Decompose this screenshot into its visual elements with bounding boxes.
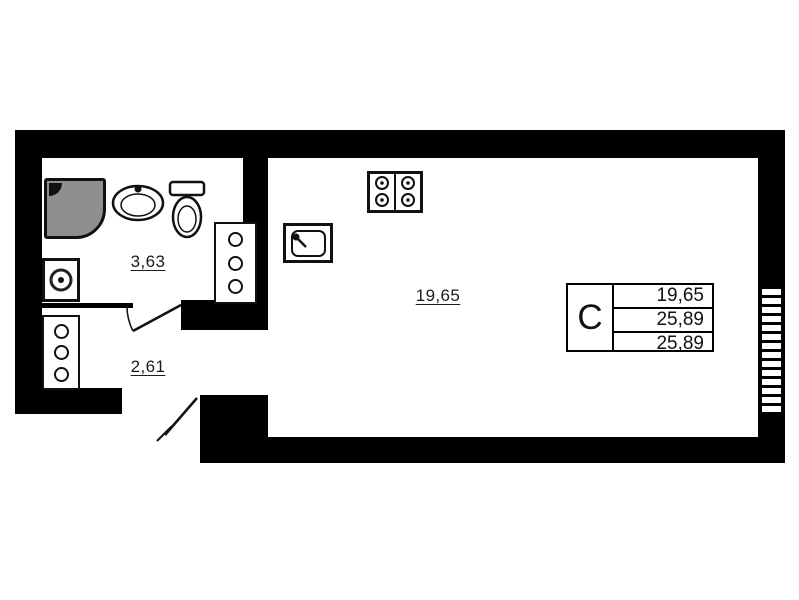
bathroom-door	[126, 303, 182, 333]
wall-bathroom-partition	[42, 303, 133, 308]
wall-right-upper	[758, 130, 785, 286]
shaft-hole-icon	[228, 255, 243, 271]
area-label-bathroom: 3,63	[130, 252, 166, 271]
toilet	[168, 180, 206, 239]
legend-box: С 19,65 25,89 25,89	[566, 283, 714, 354]
washing-machine	[42, 258, 80, 302]
kitchen-sink	[283, 223, 333, 263]
wall-top	[15, 130, 785, 158]
legend-rows: 19,65 25,89 25,89	[614, 285, 712, 354]
wall-bottom	[200, 437, 785, 463]
shaft-hole-icon	[228, 232, 243, 248]
shower-drain-icon	[49, 183, 62, 196]
bathroom-sink	[111, 184, 165, 222]
washing-machine-dot-icon	[58, 277, 64, 283]
shower	[44, 178, 106, 239]
shaft-hole-icon	[53, 345, 69, 360]
ventilation-shaft-bathroom	[214, 222, 257, 304]
washing-machine-drum-icon	[49, 268, 73, 292]
shaft-hole-icon	[228, 278, 243, 294]
legend-area-row-living: 19,65	[614, 285, 712, 309]
entrance-door	[156, 397, 198, 442]
legend-area-row-total-reduced: 25,89	[656, 333, 704, 354]
shaft-hole-icon	[53, 323, 69, 339]
stove	[367, 171, 423, 213]
shaft-hole-icon	[53, 366, 69, 382]
wall-corner-block	[200, 395, 268, 463]
wall-left	[15, 130, 42, 414]
area-label-hallway: 2,61	[130, 357, 166, 376]
window	[758, 286, 785, 412]
ventilation-shaft-hallway	[42, 315, 80, 390]
legend-unit-type: С	[568, 285, 614, 350]
wall-bottom-left	[15, 388, 122, 414]
legend-area-row-total: 25,89	[614, 309, 712, 333]
wall-bathroom-corner	[181, 300, 268, 330]
area-label-living-room: 19,65	[415, 286, 461, 305]
